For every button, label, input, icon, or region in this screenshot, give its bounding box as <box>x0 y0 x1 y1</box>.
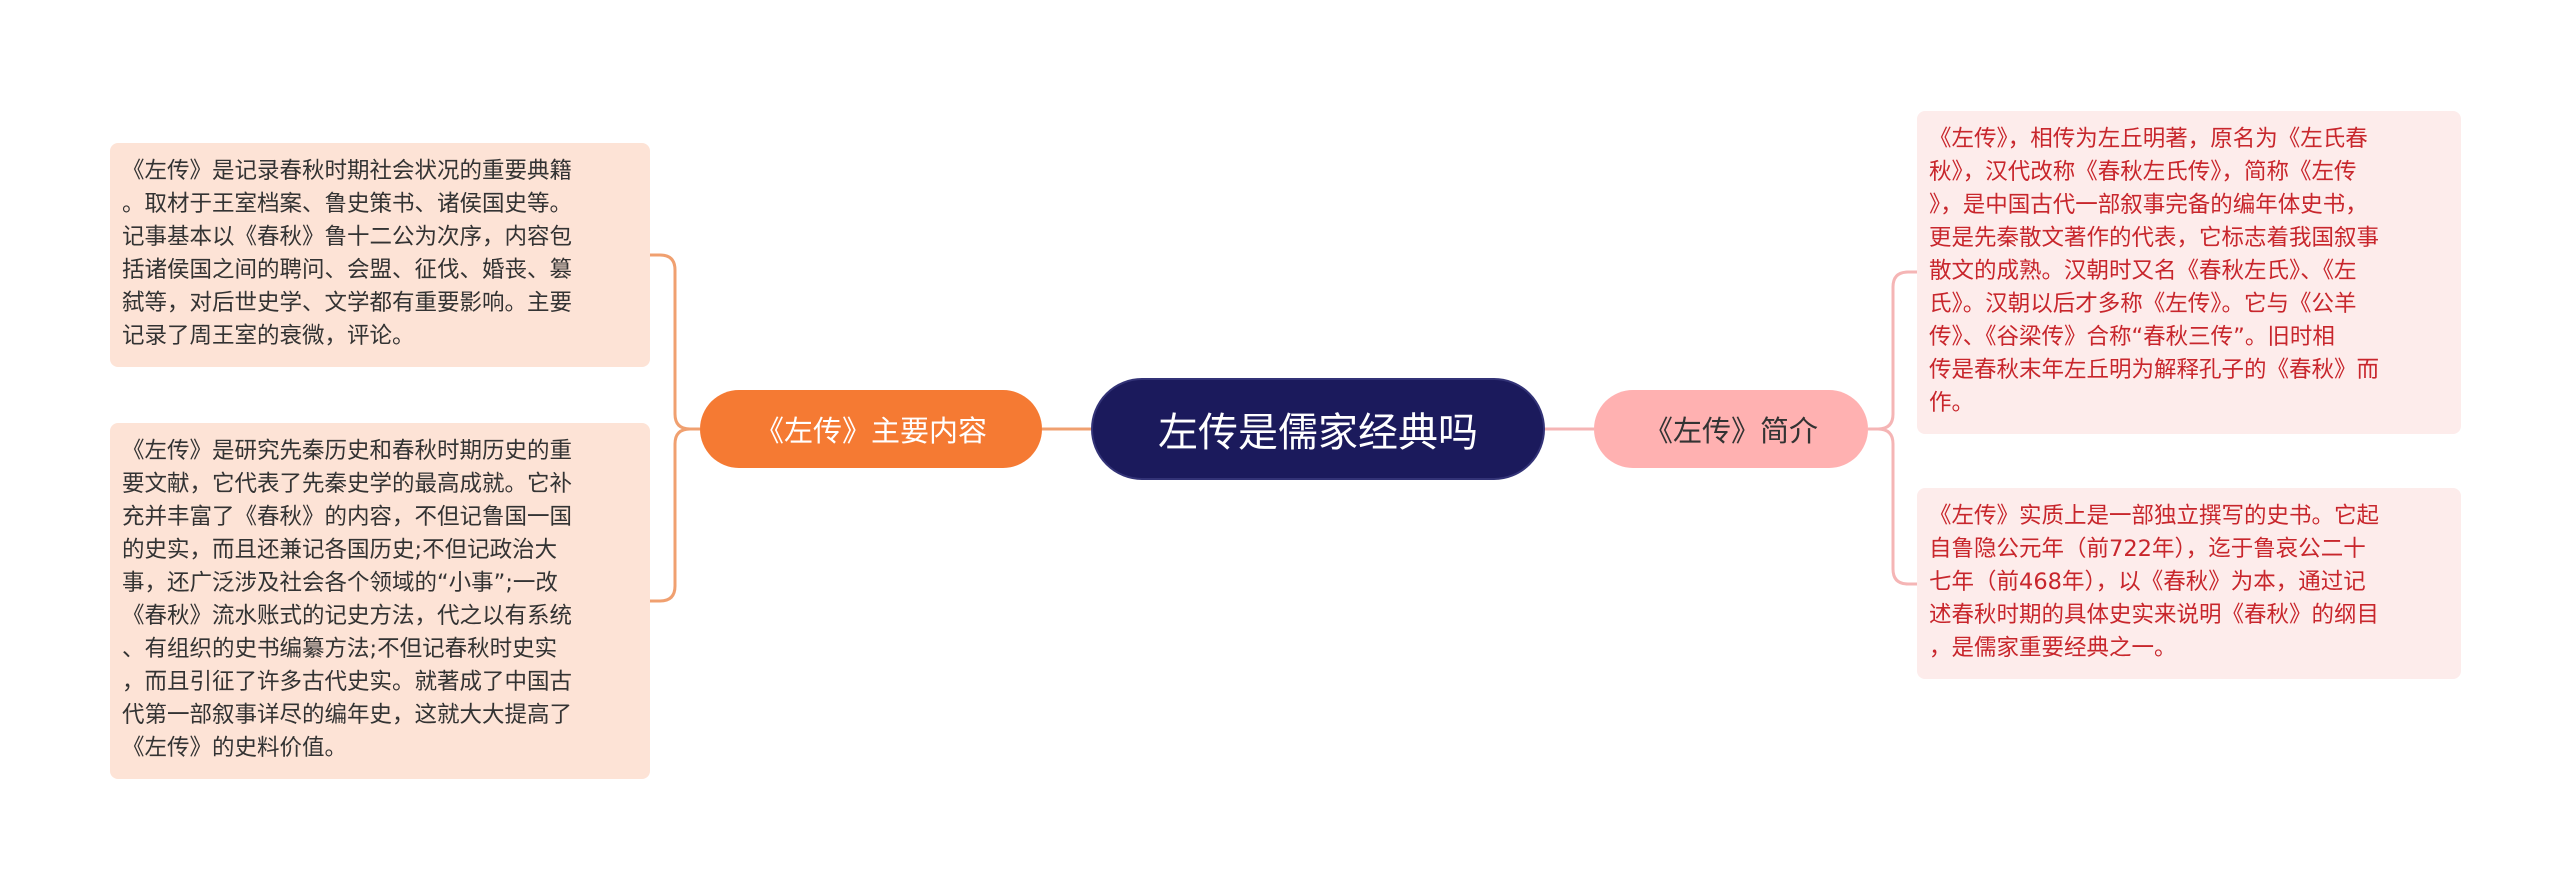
central-topic-label: 左传是儒家经典吗 <box>1158 410 1478 456</box>
leaf-node-main-content-2[interactable]: 《左传》是研究先秦历史和春秋时期历史的重 要文献，它代表了先秦史学的最高成就。它… <box>110 423 650 779</box>
branch-label-main-content: 《左传》主要内容 <box>754 414 987 448</box>
connector-left-leaf-1 <box>650 253 700 431</box>
leaf-node-introduction-1[interactable]: 《左传》，相传为左丘明著，原名为《左氏春 秋》，汉代改称《春秋左氏传》，简称《左… <box>1917 111 2461 434</box>
central-topic-node[interactable]: 左传是儒家经典吗 <box>1091 378 1545 480</box>
leaf-node-main-content-1[interactable]: 《左传》是记录春秋时期社会状况的重要典籍 。取材于王室档案、鲁史策书、诸侯国史等… <box>110 143 650 367</box>
branch-label-introduction: 《左传》简介 <box>1643 414 1818 448</box>
leaf-node-introduction-2[interactable]: 《左传》实质上是一部独立撰写的史书。它起 自鲁隐公元年（前722年），迄于鲁哀公… <box>1917 488 2461 679</box>
branch-node-main-content[interactable]: 《左传》主要内容 <box>700 390 1042 468</box>
connector-right-leaf-2 <box>1868 427 1917 586</box>
connector-left-leaf-2 <box>650 427 700 603</box>
connector-right-leaf-1 <box>1868 270 1917 431</box>
branch-node-introduction[interactable]: 《左传》简介 <box>1594 390 1868 468</box>
